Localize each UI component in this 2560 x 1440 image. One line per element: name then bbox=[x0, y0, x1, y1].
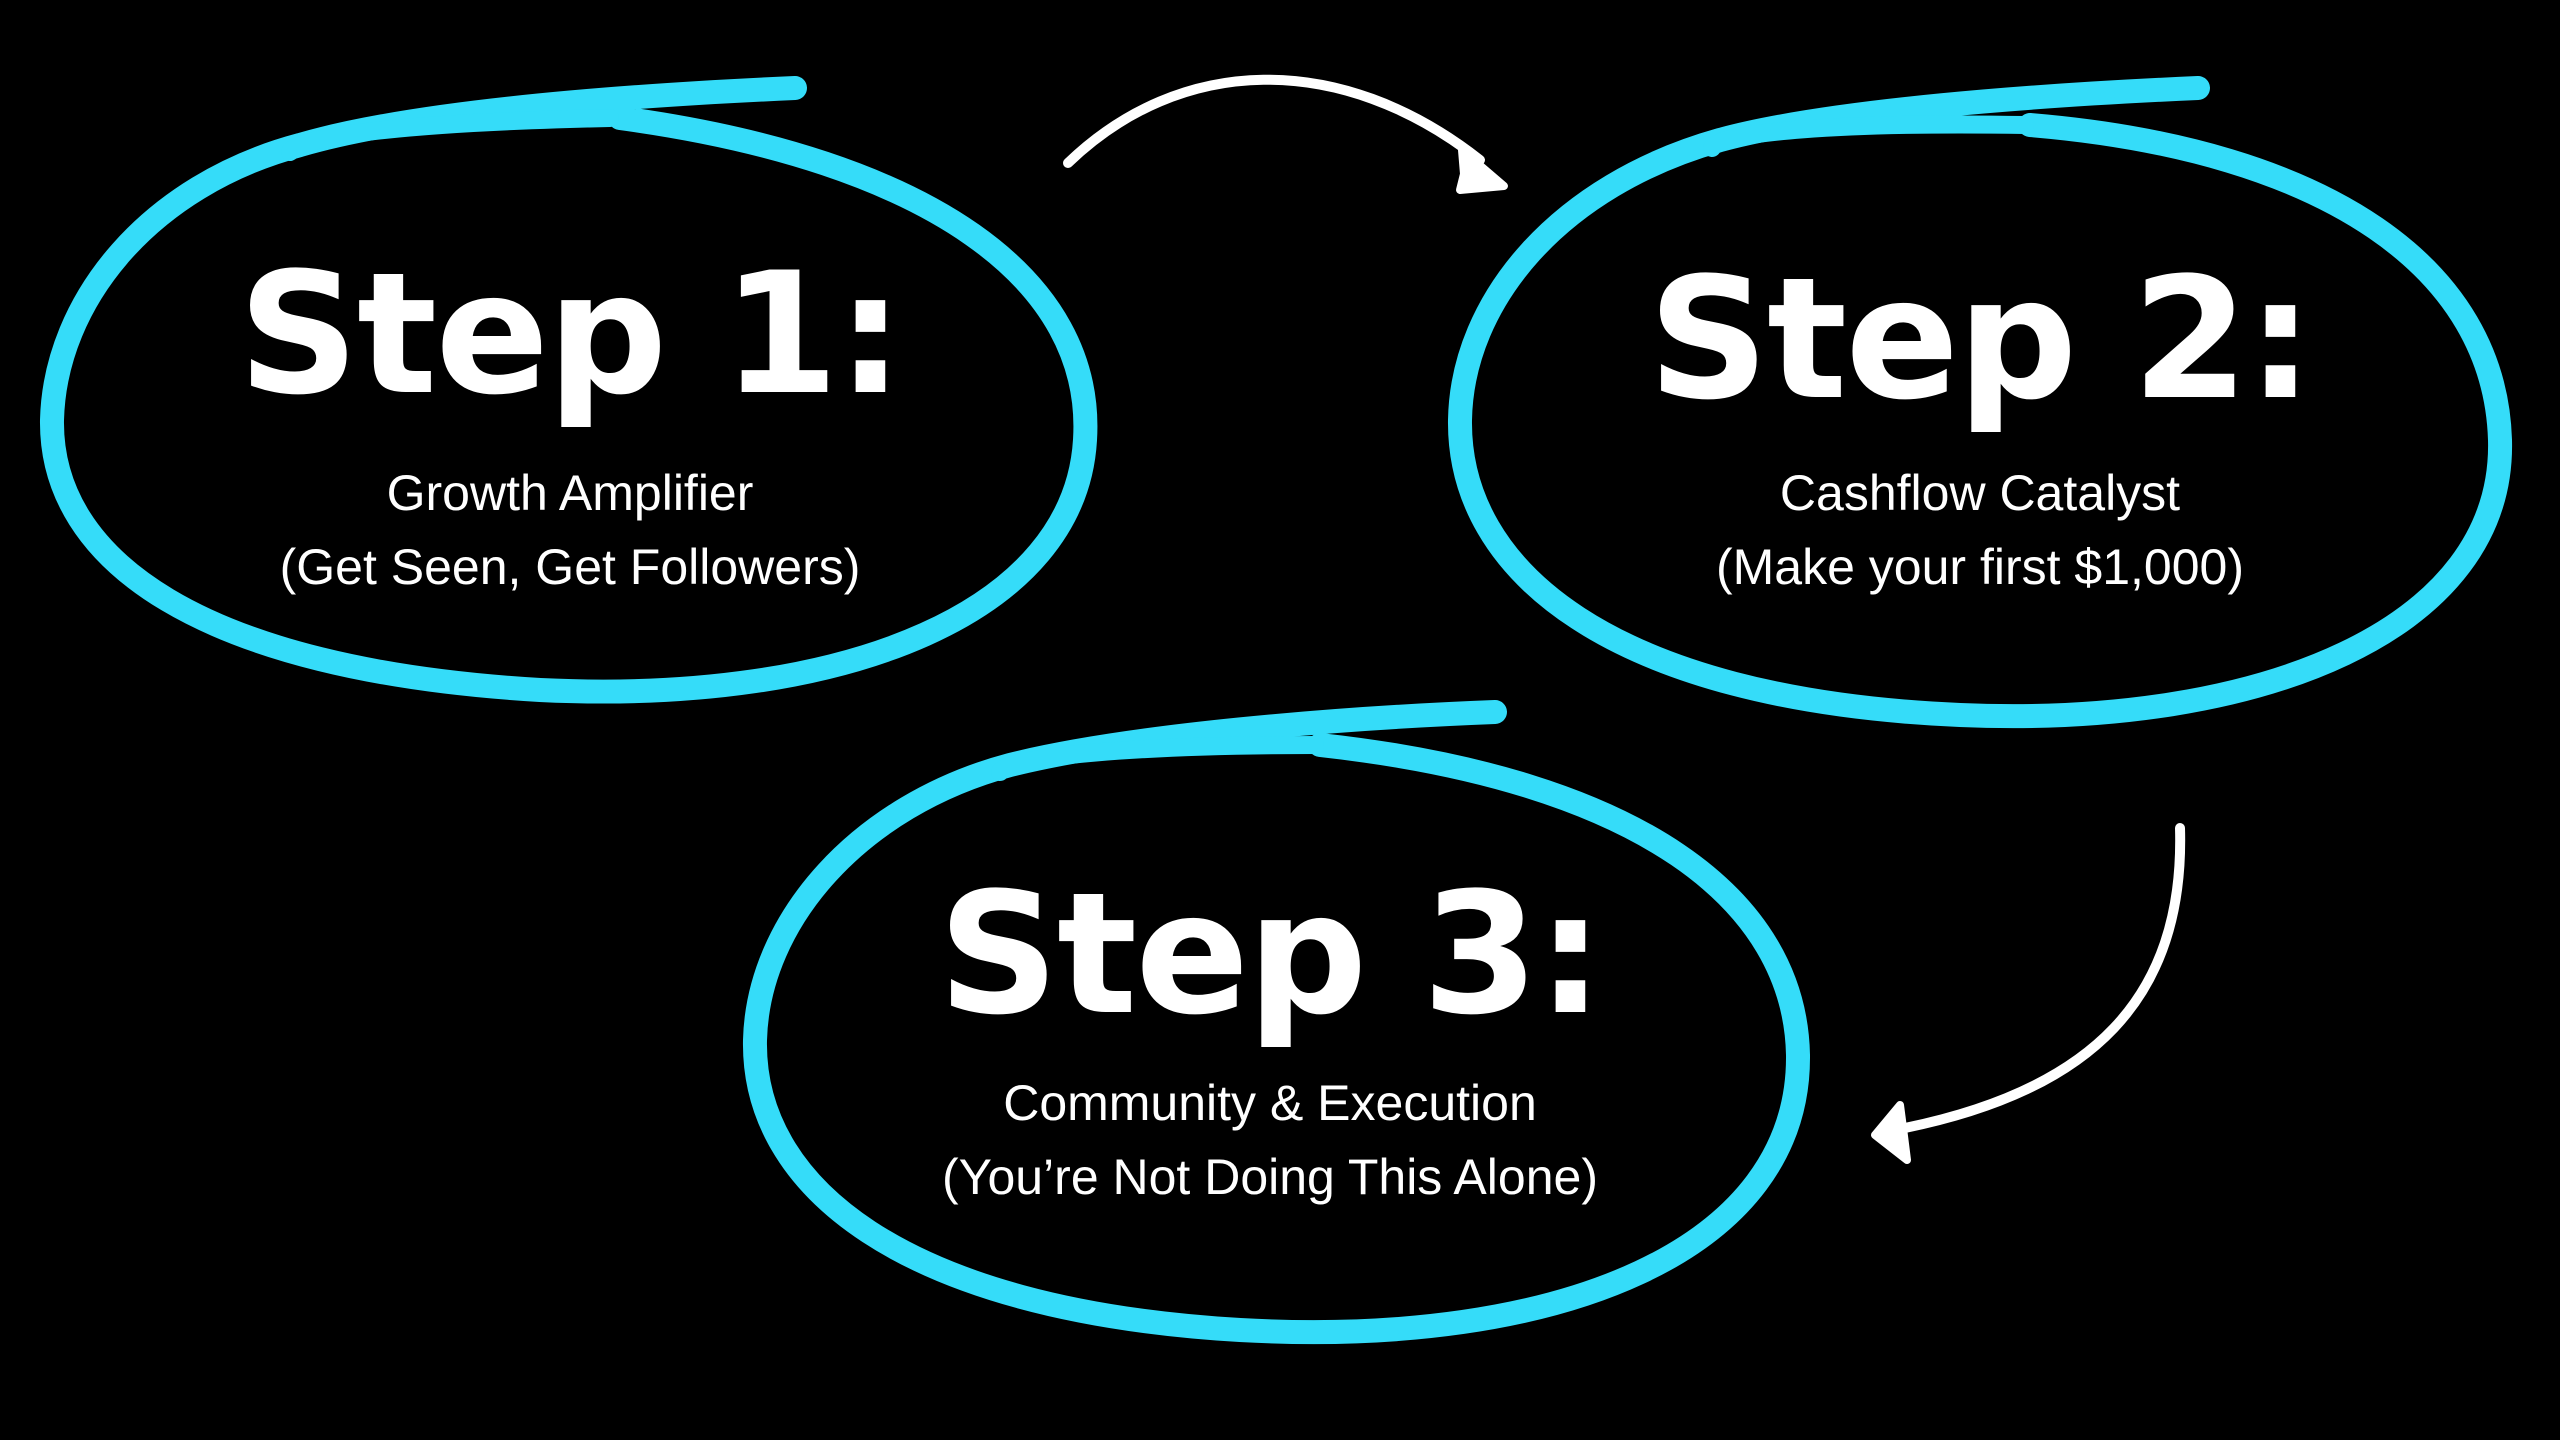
step-2-ellipse bbox=[1447, 76, 2513, 729]
step-1-description: (Get Seen, Get Followers) bbox=[279, 539, 861, 595]
step-3-ellipse bbox=[742, 700, 1811, 1345]
arrow-step-2-to-step-3 bbox=[1871, 823, 2186, 1164]
step-1-label: Step 1: Growth Amplifier (Get Seen, Get … bbox=[170, 250, 970, 604]
step-2-name: Cashflow Catalyst bbox=[1779, 465, 2181, 521]
step-2-label: Step 2: Cashflow Catalyst (Make your fir… bbox=[1580, 255, 2380, 604]
arrow-step-1-to-step-2 bbox=[1063, 74, 1508, 194]
step-1-name: Growth Amplifier bbox=[386, 465, 754, 521]
step-2-title: Step 2: bbox=[1647, 241, 2314, 437]
step-1-ellipse bbox=[39, 76, 1098, 704]
step-3-description: (You’re Not Doing This Alone) bbox=[942, 1149, 1598, 1205]
step-3-label: Step 3: Community & Execution (You’re No… bbox=[870, 870, 1670, 1214]
step-3-title: Step 3: bbox=[937, 856, 1604, 1052]
step-2-description: (Make your first $1,000) bbox=[1716, 539, 2244, 595]
step-1-title: Step 1: bbox=[237, 236, 904, 432]
step-3-name: Community & Execution bbox=[1003, 1075, 1537, 1131]
